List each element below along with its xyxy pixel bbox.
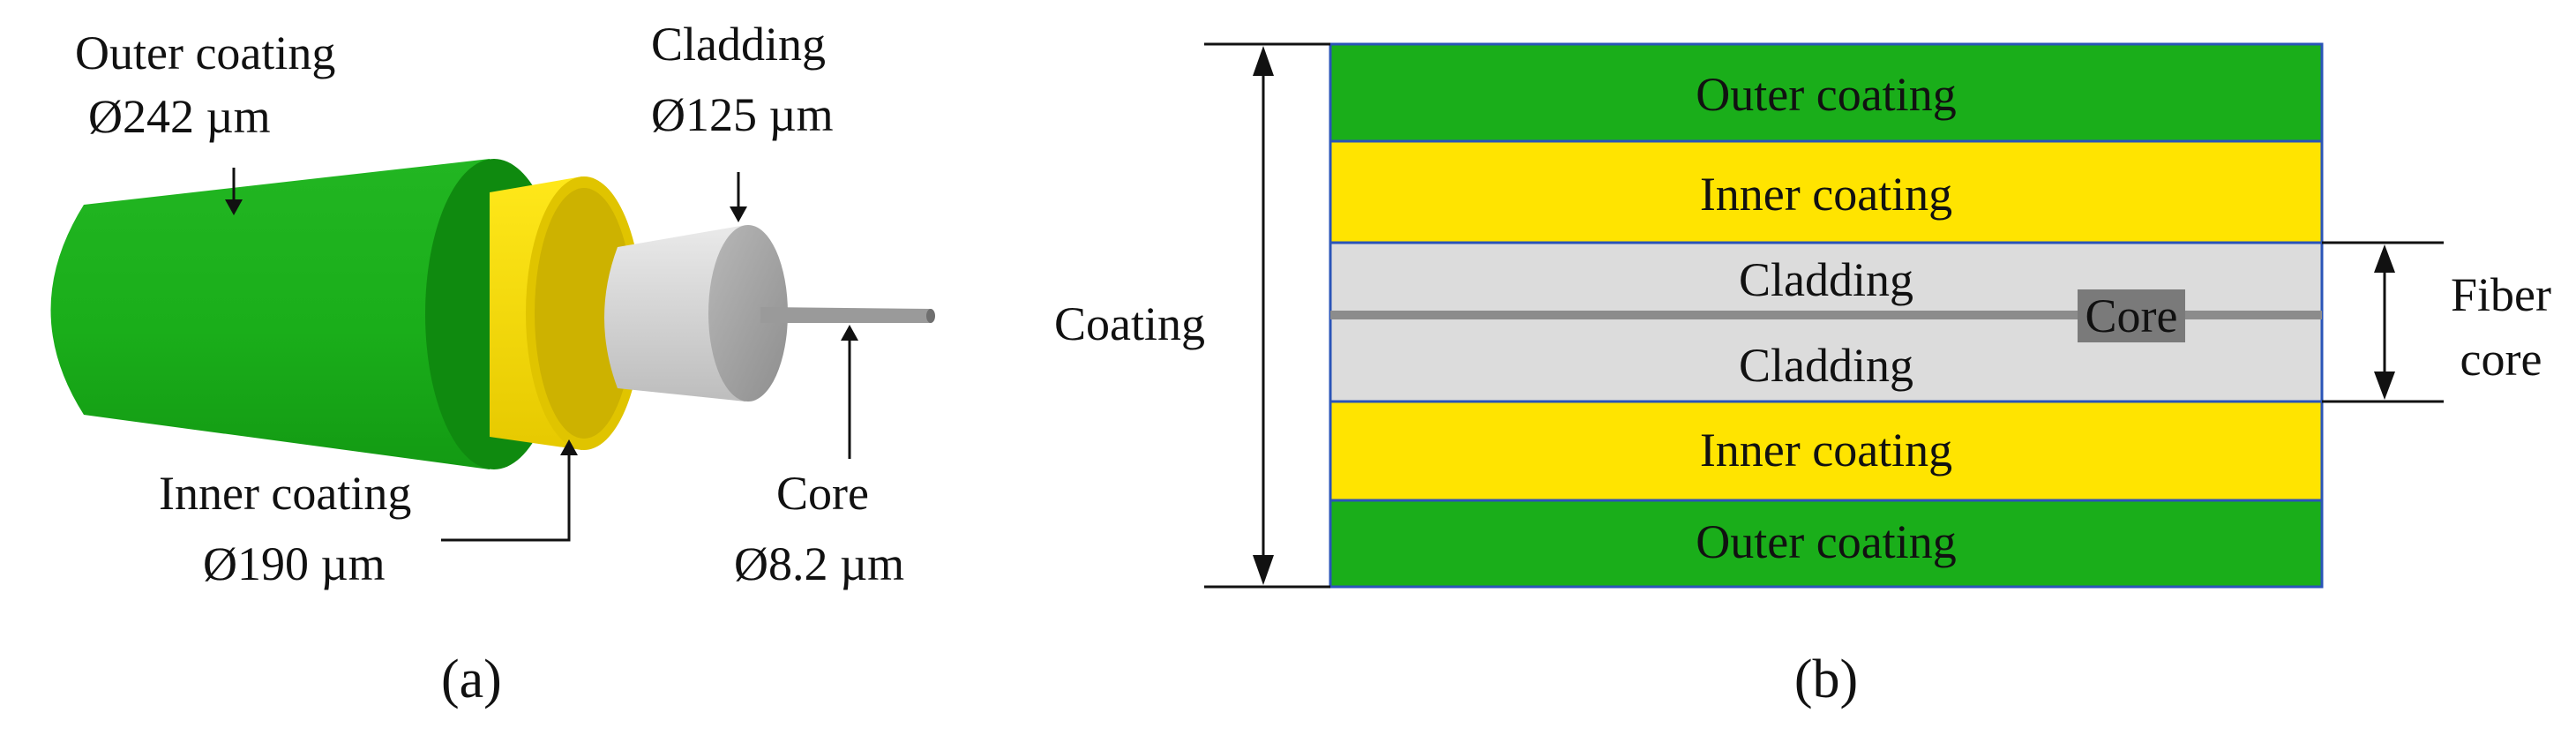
band-label-inner-bottom: Inner coating [1700,424,1952,477]
fiber-core-label-line1: Fiber [2451,268,2551,321]
inner-coating-label: Inner coating [159,467,411,520]
panel-a-caption: (a) [441,649,502,709]
outer-coating-body [50,159,490,469]
fiber-core-dimension-arrow [2322,241,2444,403]
core-pointer [841,325,858,459]
band-label-cladding-bottom: Cladding [1739,339,1913,392]
cladding-label: Cladding [651,18,826,71]
band-inner-coating-bottom [1329,400,2324,502]
band-label-core: Core [2086,289,2178,342]
core-body [760,307,931,323]
panel-b-cross-section: Outer coating Inner coating Cladding Cor… [1054,42,2551,709]
inner-coating-pointer [441,439,578,542]
core-line [1330,311,2322,319]
coating-dimension-arrow [1204,42,1330,589]
band-label-inner-top: Inner coating [1700,168,1952,221]
outer-coating-label: Outer coating [75,26,335,79]
core-face [926,309,935,323]
cladding-diameter: Ø125 µm [651,88,834,141]
core-box [2078,289,2185,342]
cladding-face [708,225,788,402]
panel-a-fiber-drawing: Outer coating Ø242 µm Cladding Ø125 µm I… [50,18,935,709]
inner-coating-diameter: Ø190 µm [203,537,386,590]
band-label-cladding-top: Cladding [1739,253,1913,306]
coating-label: Coating [1054,297,1205,350]
cladding-pointer [730,172,747,222]
outer-coating-diameter: Ø242 µm [88,90,271,143]
panel-b-caption: (b) [1794,649,1858,709]
band-label-outer-bottom: Outer coating [1696,515,1956,568]
outer-coating-pointer [225,168,243,215]
band-label-outer-top: Outer coating [1696,68,1956,121]
core-label: Core [776,467,869,520]
cladding-body [604,225,745,402]
inner-coating-face-shade [535,188,633,439]
core-diameter: Ø8.2 µm [734,537,904,590]
fiber-core-label-line2: core [2460,333,2542,386]
band-outer-coating-bottom [1329,499,2324,589]
